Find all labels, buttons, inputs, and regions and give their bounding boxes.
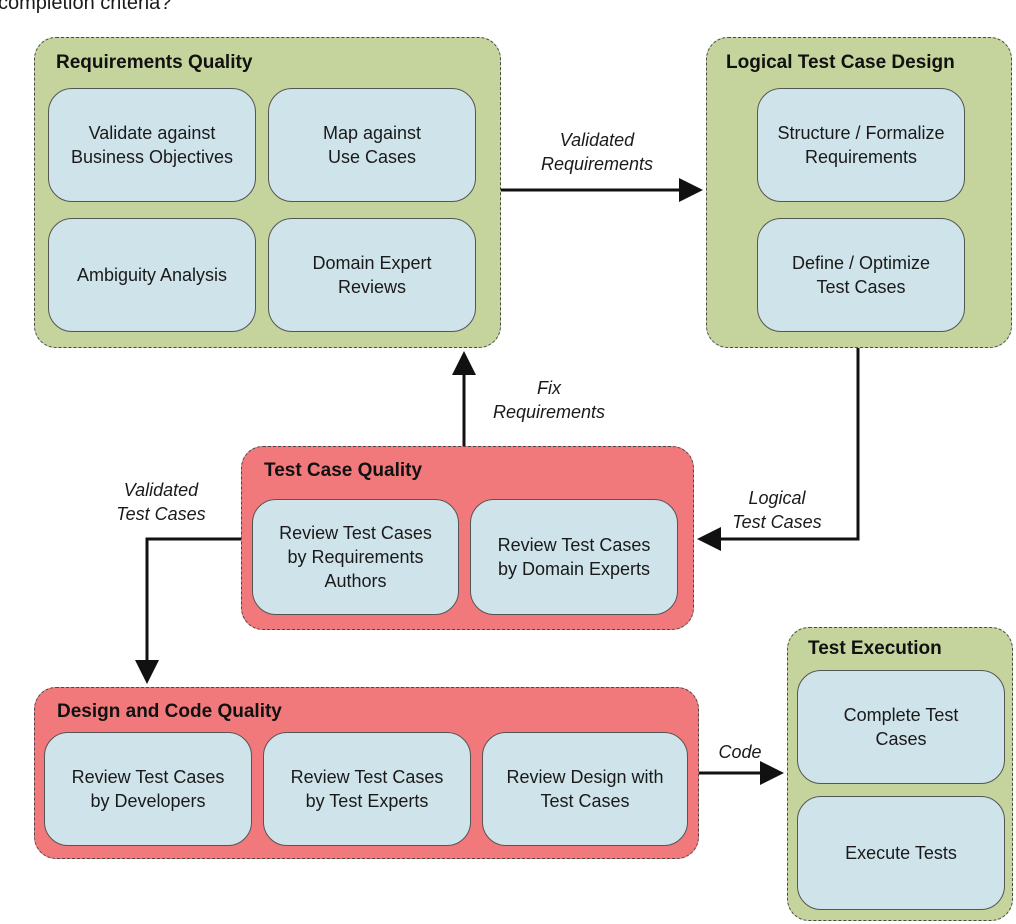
- structure-formalize-box: Structure / Formalize Requirements: [757, 88, 965, 202]
- review-design-with-test-cases-box: Review Design with Test Cases: [482, 732, 688, 846]
- design-and-code-quality-group: Design and Code Quality Review Test Case…: [34, 687, 699, 859]
- ambiguity-analysis-box: Ambiguity Analysis: [48, 218, 256, 332]
- design-and-code-quality-title: Design and Code Quality: [57, 701, 282, 722]
- code-label: Code: [718, 742, 762, 762]
- review-by-test-experts-box: Review Test Cases by Test Experts: [263, 732, 471, 846]
- logical-test-cases-label: Logical Test Cases: [732, 488, 822, 532]
- header-text: completion criteria?: [0, 0, 172, 14]
- complete-test-cases-box: Complete Test Cases: [797, 670, 1005, 784]
- validated-test-cases-arrow: [135, 537, 241, 684]
- review-by-developers-box: Review Test Cases by Developers: [44, 732, 252, 846]
- logical-test-case-design-group: Logical Test Case Design Structure / For…: [706, 37, 1012, 348]
- review-by-domain-experts-box: Review Test Cases by Domain Experts: [470, 499, 678, 615]
- execute-tests-box: Execute Tests: [797, 796, 1005, 910]
- define-optimize-box: Define / Optimize Test Cases: [757, 218, 965, 332]
- logical-test-cases-arrow: [697, 348, 860, 551]
- domain-expert-reviews-box: Domain Expert Reviews: [268, 218, 476, 332]
- map-use-cases-box: Map against Use Cases: [268, 88, 476, 202]
- test-case-quality-title: Test Case Quality: [264, 460, 423, 481]
- validated-test-cases-label: Validated Test Cases: [116, 480, 206, 524]
- validate-business-objectives-box: Validate against Business Objectives: [48, 88, 256, 202]
- test-execution-title: Test Execution: [808, 638, 942, 659]
- requirements-quality-title: Requirements Quality: [56, 52, 253, 73]
- requirements-quality-group: Requirements Quality Validate against Bu…: [34, 37, 501, 348]
- validated-requirements-label: Validated Requirements: [540, 130, 654, 174]
- fix-requirements-label: Fix Requirements: [492, 378, 606, 422]
- test-execution-group: Test Execution Complete Test Cases Execu…: [787, 627, 1013, 921]
- test-case-quality-group: Test Case Quality Review Test Cases by R…: [241, 446, 694, 630]
- review-by-requirements-authors-box: Review Test Cases by Requirements Author…: [252, 499, 459, 615]
- logical-test-case-design-title: Logical Test Case Design: [726, 52, 955, 73]
